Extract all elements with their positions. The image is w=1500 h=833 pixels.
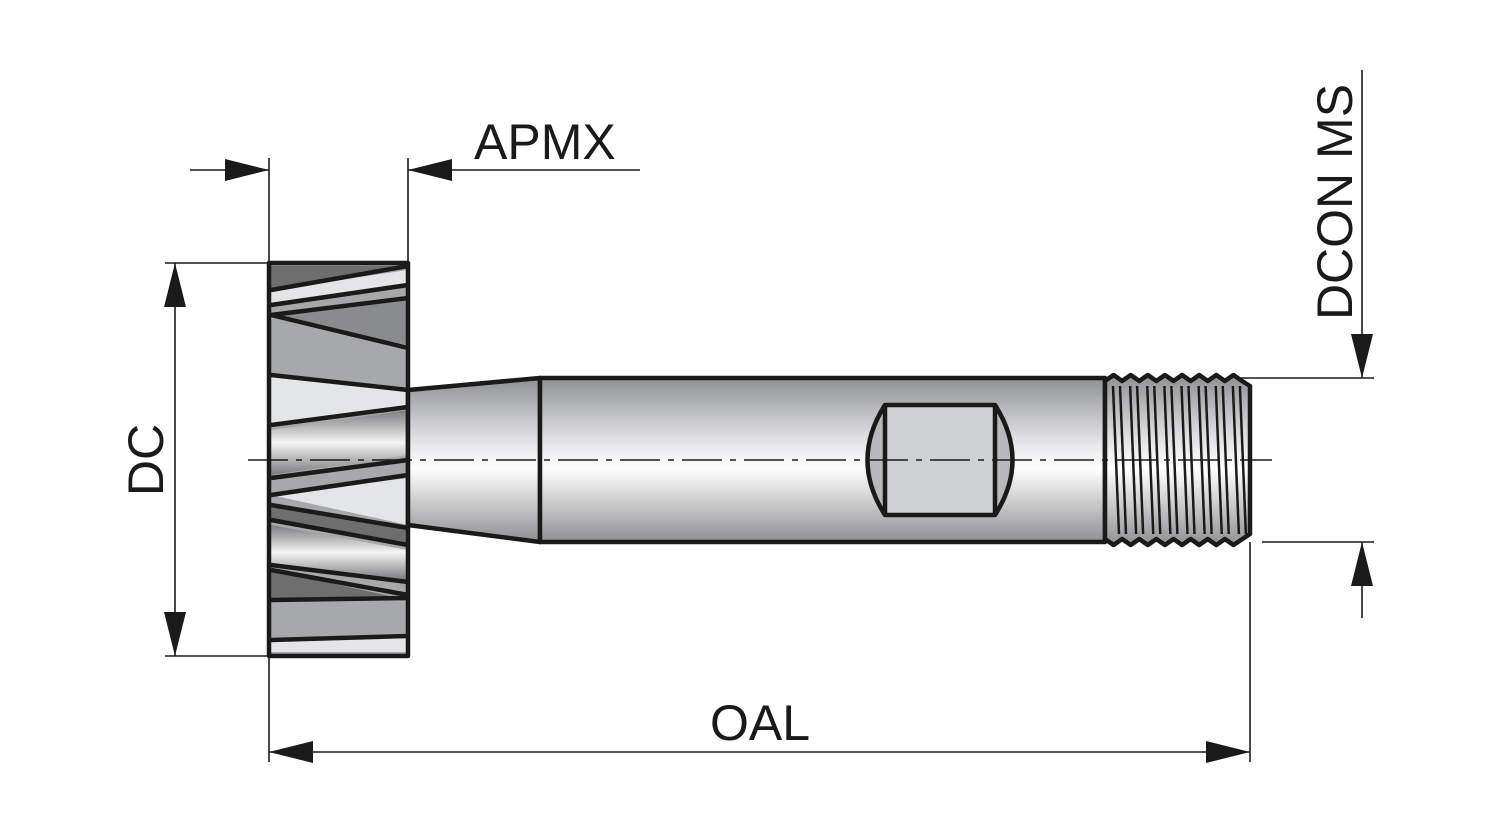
apmx-label: APMX bbox=[474, 114, 616, 170]
dcon-ms-label: DCON MS bbox=[1307, 84, 1363, 320]
oal-label: OAL bbox=[710, 695, 810, 751]
thread-line bbox=[1170, 385, 1179, 535]
dc-label: DC bbox=[118, 424, 174, 496]
dcon-ms-dimension: DCON MS bbox=[1240, 70, 1374, 618]
thread-line bbox=[1153, 385, 1162, 535]
oal-dimension: OAL bbox=[268, 542, 1251, 763]
thread-line bbox=[1221, 385, 1230, 535]
thread-line bbox=[1231, 385, 1241, 535]
cutter-head bbox=[266, 260, 411, 659]
thread-line bbox=[1214, 385, 1223, 535]
dc-dimension: DC bbox=[118, 262, 269, 657]
apmx-dimension: APMX bbox=[190, 114, 640, 263]
